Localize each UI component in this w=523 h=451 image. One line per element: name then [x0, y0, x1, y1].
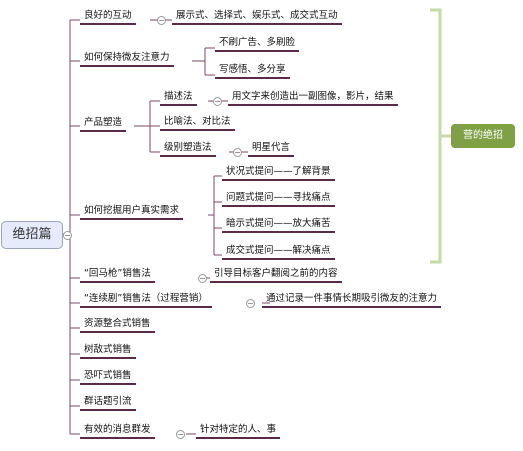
attention-item[interactable]: 不刷广告、多刷脸: [215, 37, 300, 52]
collapse-icon[interactable]: [213, 97, 222, 106]
demand-question[interactable]: 暗示式提问——放大痛苦: [222, 218, 335, 233]
demand-question[interactable]: 问题式提问——寻找痛点: [222, 192, 335, 207]
branch-interaction-detail[interactable]: 展示式、选择式、娱乐式、成交式互动: [172, 10, 342, 25]
collapse-icon[interactable]: [176, 430, 185, 439]
demand-question[interactable]: 成交式提问——解决痛点: [222, 245, 335, 260]
collapse-icon[interactable]: [246, 299, 255, 308]
collapse-icon[interactable]: [157, 16, 166, 25]
branch-demand[interactable]: 如何挖掘用户真实需求: [80, 205, 184, 220]
branch-series-sales[interactable]: “连续剧”销售法（过程营销）: [80, 293, 212, 308]
shaping-level[interactable]: 级别塑造法: [160, 142, 216, 157]
series-sales-detail[interactable]: 通过记录一件事情长期吸引微友的注意力: [262, 293, 442, 308]
branch-return-sales[interactable]: “回马枪”销售法: [80, 268, 155, 283]
summary-node[interactable]: 营的绝招: [451, 124, 515, 148]
shaping-metaphor[interactable]: 比喻法、对比法: [160, 116, 235, 131]
attention-item[interactable]: 写感悟、多分享: [215, 64, 290, 79]
branch-group-topic[interactable]: 群话题引流: [80, 396, 136, 411]
branch-interaction[interactable]: 良好的互动: [80, 10, 136, 25]
branch-attention[interactable]: 如何保持微友注意力: [80, 52, 174, 67]
branch-product-shaping[interactable]: 产品塑造: [80, 117, 127, 132]
demand-question[interactable]: 状况式提问——了解背景: [222, 166, 335, 181]
branch-resource-sales[interactable]: 资源整合式销售: [80, 318, 155, 333]
collapse-icon[interactable]: [63, 231, 72, 240]
shaping-level-detail[interactable]: 明星代言: [248, 142, 295, 157]
branch-enemy-sales[interactable]: 树敌式销售: [80, 344, 136, 359]
root-node[interactable]: 绝招篇: [1, 221, 63, 249]
return-sales-detail[interactable]: 引导目标客户翻阅之前的内容: [210, 268, 342, 283]
group-message-detail[interactable]: 针对特定的人、事: [196, 424, 281, 439]
collapse-icon[interactable]: [233, 148, 242, 157]
branch-group-message[interactable]: 有效的消息群发: [80, 424, 155, 439]
collapse-icon[interactable]: [198, 274, 207, 283]
branch-fear-sales[interactable]: 恐吓式销售: [80, 370, 136, 385]
shaping-describe-detail[interactable]: 用文字来创造出一副图像，影片，结果: [228, 91, 398, 106]
shaping-describe[interactable]: 描述法: [160, 91, 197, 106]
